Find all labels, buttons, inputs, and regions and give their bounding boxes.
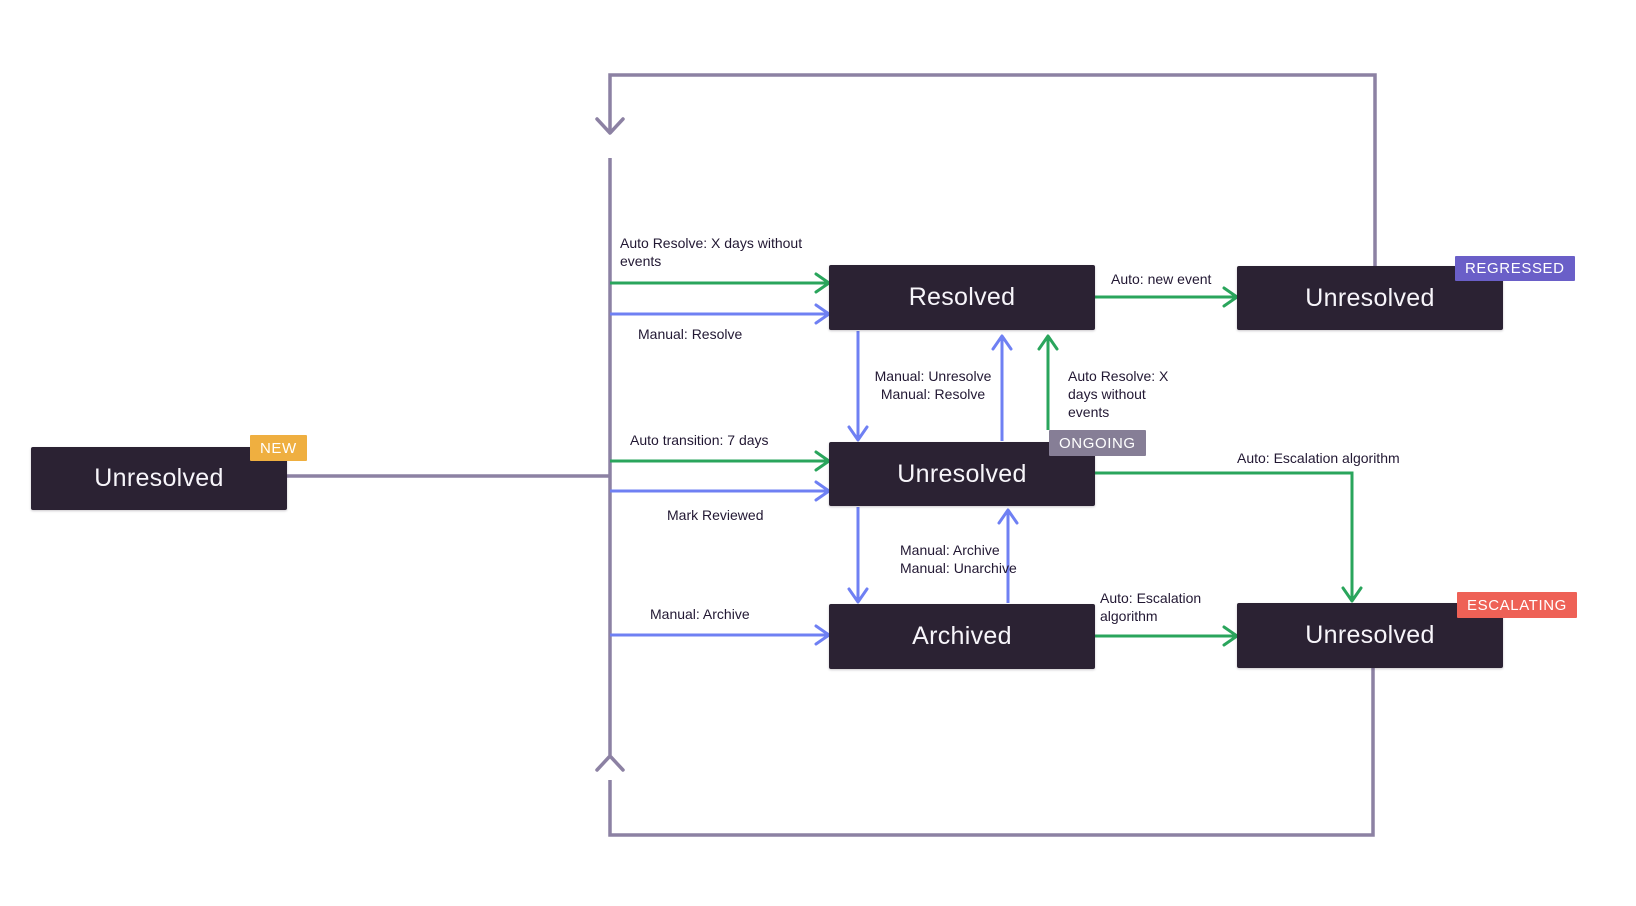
transition-label-auto-escalation-from-ongoing: Auto: Escalation algorithm [1237, 450, 1400, 466]
transition-label-auto-new-event: Auto: new event [1111, 271, 1212, 287]
transition-label-auto-resolve-from-new: Auto Resolve: X days without events [620, 235, 803, 269]
status-badge-escalating: ESCALATING [1457, 592, 1577, 618]
loop-regressed-to-hub [608, 73, 1377, 266]
arrow-auto-escalation-from-ongoing [1095, 471, 1363, 603]
status-badge-ongoing: ONGOING [1049, 430, 1146, 456]
status-badge-regressed: REGRESSED [1455, 256, 1575, 281]
transition-label-auto-resolve-from-ongoing: Auto Resolve: X days without events [1068, 368, 1169, 420]
transition-label-auto-escalation-from-archived: Auto: Escalation algorithm [1100, 590, 1202, 624]
transition-label-auto-transition: Auto transition: 7 days [630, 432, 769, 448]
loop-escalating-to-hub [608, 668, 1375, 837]
state-box-new: Unresolved [31, 447, 287, 510]
state-label-escalating: Unresolved [1305, 621, 1435, 649]
transition-label-manual-archive-from-new: Manual: Archive [650, 606, 750, 622]
transition-label-mark-reviewed: Mark Reviewed [667, 507, 764, 523]
state-label-regressed: Unresolved [1305, 283, 1435, 312]
status-badge-new: NEW [250, 435, 307, 461]
state-label-ongoing: Unresolved [897, 459, 1027, 488]
state-label-archived: Archived [912, 622, 1012, 650]
state-box-archived: Archived [829, 604, 1095, 669]
hub-down-chevron-icon [595, 117, 625, 135]
hub-up-chevron-icon [595, 754, 625, 772]
transition-label-resolved-ongoing-pair: Manual: Unresolve Manual: Resolve [874, 368, 992, 402]
state-box-resolved: Resolved [829, 265, 1095, 330]
transition-label-ongoing-archived-pair: Manual: Archive Manual: Unarchive [900, 542, 1017, 576]
state-label-new: Unresolved [94, 464, 224, 492]
state-label-resolved: Resolved [908, 283, 1016, 311]
transition-label-manual-resolve-from-new: Manual: Resolve [638, 326, 743, 342]
